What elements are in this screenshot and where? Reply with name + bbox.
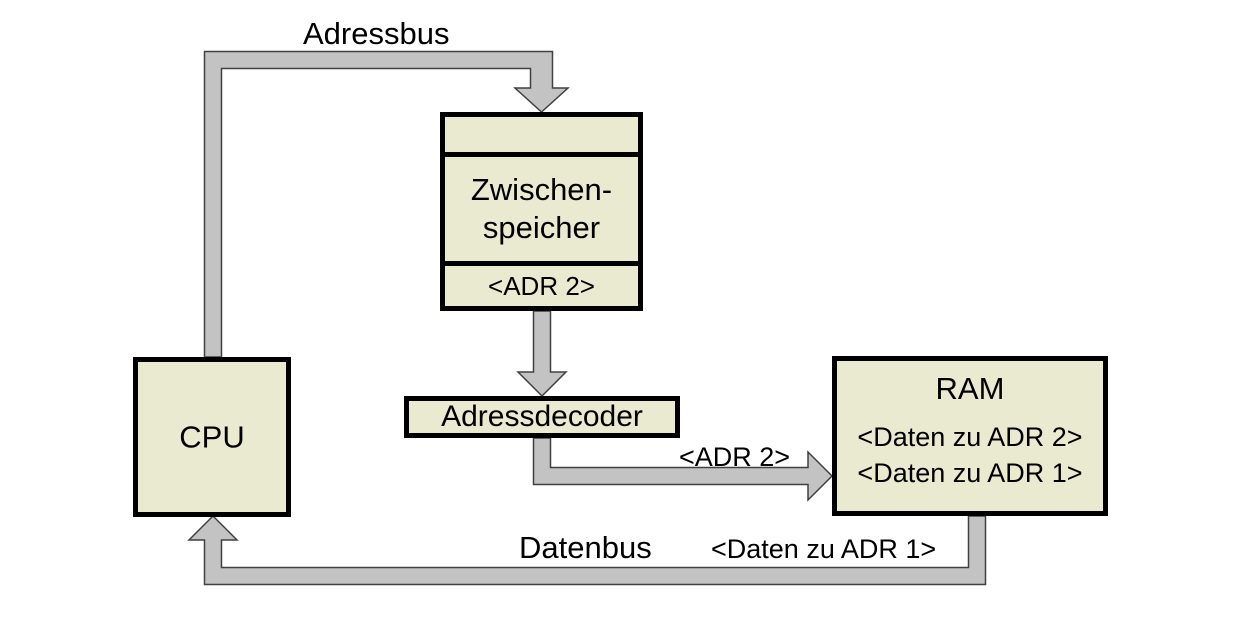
datenbus-arrow — [187, 514, 987, 586]
decoder-to-ram-label: <ADR 2> — [679, 442, 791, 472]
zwischenspeicher-box[interactable]: Zwischen- speicher <ADR 2> — [440, 112, 643, 311]
ram-title: RAM — [935, 371, 1005, 406]
decoder-to-ram-arrow — [532, 437, 834, 502]
adressdecoder-box[interactable]: Adressdecoder — [404, 396, 680, 438]
zwischenspeicher-cell-empty — [445, 117, 638, 157]
zwischenspeicher-title: Zwischen- speicher — [471, 171, 612, 247]
buffer-to-decoder-arrow — [516, 310, 568, 398]
ram-content-line-2: <Daten zu ADR 1> — [857, 458, 1083, 489]
zwischenspeicher-cell-title: Zwischen- speicher — [445, 157, 638, 266]
zwischenspeicher-title-line2: speicher — [482, 210, 601, 245]
zwischenspeicher-title-line1: Zwischen- — [470, 172, 613, 208]
cpu-label: CPU — [179, 419, 245, 455]
zwischenspeicher-address-value: <ADR 2> — [488, 270, 595, 301]
datenbus-label: Datenbus — [519, 530, 652, 565]
adressdecoder-label: Adressdecoder — [441, 399, 643, 433]
datenbus-payload-label: <Daten zu ADR 1> — [711, 534, 937, 564]
zwischenspeicher-cell-address: <ADR 2> — [445, 266, 638, 306]
cpu-box[interactable]: CPU — [133, 357, 291, 517]
ram-content-line-1: <Daten zu ADR 2> — [857, 422, 1083, 452]
ram-box[interactable]: RAM <Daten zu ADR 2> <Daten zu ADR 1> — [832, 356, 1108, 516]
adressbus-arrow — [203, 50, 570, 358]
adressbus-label: Adressbus — [303, 16, 450, 51]
ram-contents: <Daten zu ADR 2> <Daten zu ADR 1> — [837, 419, 1103, 492]
